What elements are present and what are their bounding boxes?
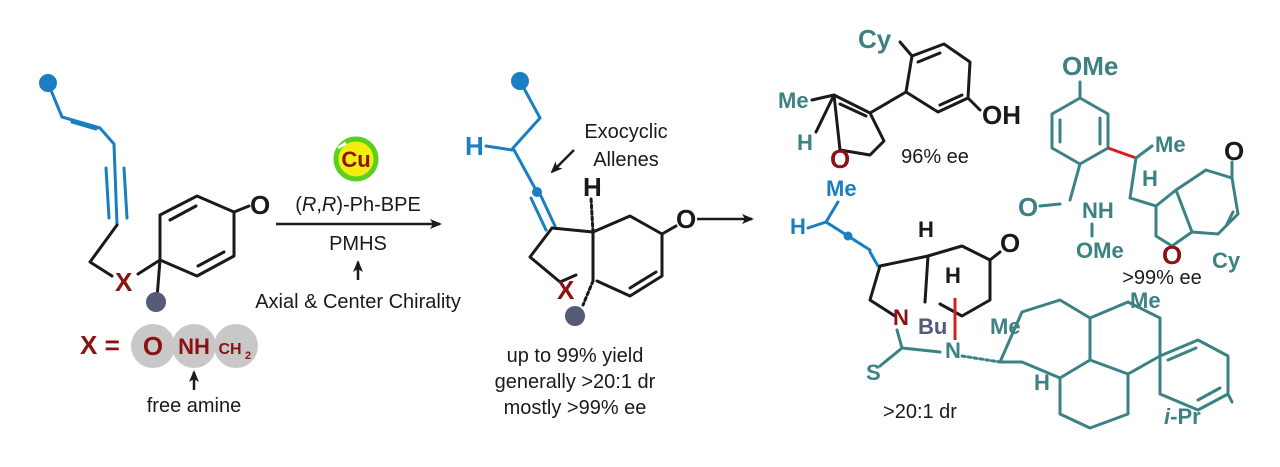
chirality-note: Axial & Center Chirality xyxy=(255,291,461,313)
tetracycle-s: S xyxy=(866,360,881,385)
allene-center-dot xyxy=(532,187,542,197)
tetracycle-ipr: i-Pr xyxy=(1164,404,1201,429)
substrate-x-label: X xyxy=(115,267,133,297)
hydroxamate-me: Me xyxy=(1155,132,1186,157)
gray-substituent-dot xyxy=(146,292,166,312)
option-bubble-o xyxy=(131,324,175,368)
substrate-ketone-o: O xyxy=(250,190,270,220)
free-amine-note: free amine xyxy=(147,395,242,417)
callout-line-2: Allenes xyxy=(593,149,659,171)
furan-derivative: Cy Me H O OH 96% ee xyxy=(778,24,1021,174)
hydroxamate-nh: NH xyxy=(1082,198,1114,223)
x-options: X = O NH CH 2 free amine xyxy=(80,324,258,417)
tetracycle-bu: Bu xyxy=(918,314,947,339)
product-ketone-o: O xyxy=(676,204,696,234)
product-structure: H H O X xyxy=(465,72,696,326)
result-ee: mostly >99% ee xyxy=(504,397,647,419)
result-dr: generally >20:1 dr xyxy=(495,371,656,393)
product-x-label: X xyxy=(557,275,575,305)
ligand-label: (R,R)-Ph-BPE xyxy=(295,194,421,216)
furan-o: O xyxy=(830,144,850,174)
tetracycle-ketone-o: O xyxy=(1000,228,1020,258)
furan-oh: OH xyxy=(982,100,1021,130)
option-bubble-ch2 xyxy=(214,324,258,368)
furan-ee: 96% ee xyxy=(901,146,969,168)
hydroxamate-ome-n: OMe xyxy=(1076,238,1124,263)
tetracycle-allene-me: Me xyxy=(826,176,857,201)
pointer-arrow-icon xyxy=(550,149,575,174)
furan-h: H xyxy=(797,130,813,155)
exocyclic-allene-callout: Exocyclic Allenes xyxy=(550,121,668,174)
x-equals-label: X = xyxy=(80,330,120,360)
hydroxamate-cy: Cy xyxy=(1212,248,1241,273)
tetracycle-allene-dot xyxy=(843,231,853,241)
option-ch2: CH xyxy=(218,341,241,358)
hydroxamate-h: H xyxy=(1142,166,1158,191)
reaction-conditions: Cu (R,R)-Ph-BPE PMHS Axial & Center Chir… xyxy=(255,136,461,313)
option-nh: NH xyxy=(178,334,210,359)
tetracycle-allene-h: H xyxy=(790,214,806,239)
hydroxamate-derivative: OMe Me O NH OMe O H O Cy >99% ee xyxy=(1018,51,1244,289)
hydroxamate-ketone-o: O xyxy=(1224,136,1244,166)
furan-cy: Cy xyxy=(858,24,892,54)
hydroxamate-ring-o: O xyxy=(1162,240,1182,270)
ring-fusion-h: H xyxy=(583,172,602,202)
hydroxamate-ee: >99% ee xyxy=(1122,267,1202,289)
tetracycle-derivative: Me H O H H N Bu N S Me Me H i-Pr >20:1 d… xyxy=(790,176,1234,430)
hydroxamate-amide-o: O xyxy=(1018,192,1038,222)
furan-me: Me xyxy=(778,88,809,113)
tetracycle-h-low: H xyxy=(1034,370,1050,395)
substrate-structure: X O xyxy=(39,74,270,312)
hydroxamate-ome-top: OMe xyxy=(1062,51,1118,81)
allene-h: H xyxy=(465,131,484,161)
tetracycle-n2: N xyxy=(945,338,961,363)
reductant-label: PMHS xyxy=(329,233,387,255)
tetracycle-dr: >20:1 dr xyxy=(883,401,957,423)
tetracycle-n1: N xyxy=(893,305,909,330)
product-results: up to 99% yield generally >20:1 dr mostl… xyxy=(495,345,656,419)
result-yield: up to 99% yield xyxy=(507,345,644,367)
tetracycle-h-top: H xyxy=(918,217,934,242)
svg-text:Cu: Cu xyxy=(341,147,370,172)
tetracycle-me1: Me xyxy=(990,314,1021,339)
cu-catalyst-icon: Cu xyxy=(333,136,379,182)
gray-substituent-dot xyxy=(565,306,585,326)
option-ch2-subscript: 2 xyxy=(245,350,251,362)
callout-line-1: Exocyclic xyxy=(584,121,667,143)
option-bubble-nh xyxy=(172,324,216,368)
tetracycle-h-mid: H xyxy=(945,263,961,288)
option-o: O xyxy=(143,331,163,361)
tetracycle-me2: Me xyxy=(1130,288,1161,313)
